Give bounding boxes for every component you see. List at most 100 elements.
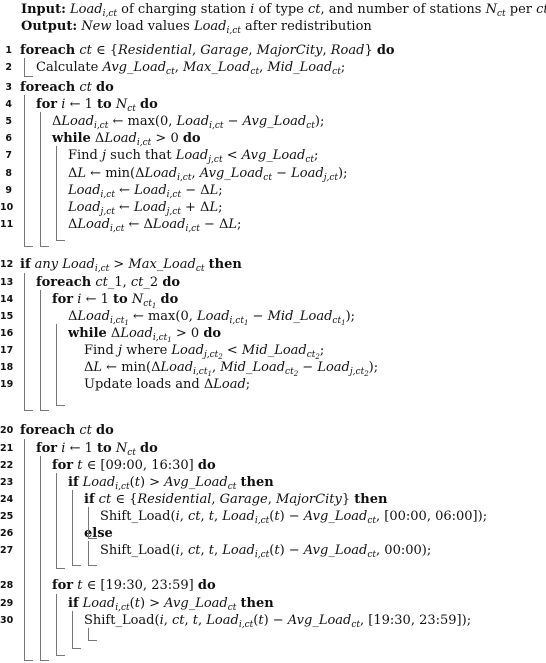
line-number: 14 <box>0 294 14 305</box>
algorithm-line: 11 ΔLoadi,ct ← ΔLoadi,ct − ΔL; <box>0 216 546 234</box>
line-code: ΔL ← min(ΔLoadi,ct, Avg_Loadct − Loadj,c… <box>68 166 348 183</box>
algorithm-line: 22 for t ∈ [09:00, 16:30] do <box>0 457 546 474</box>
algorithm-line: 6 while ΔLoadi,ct > 0 do <box>0 130 546 148</box>
algorithm-line: 9 Loadi,ct ← Loadi,ct − ΔL; <box>0 182 546 200</box>
line-code: Update loads and ΔLoad; <box>84 377 251 392</box>
block-indent-rule <box>88 541 97 566</box>
algorithm-input: Input: Loadi,ct of charging station i of… <box>0 1 546 19</box>
algorithm-line: 25 Shift_Load(i, ct, t, Loadi,ct(t) − Avg… <box>0 508 546 526</box>
line-number: 21 <box>0 443 14 454</box>
line-number: 2 <box>5 62 12 73</box>
line-code: Shift_Load(i, ct, t, Loadi,ct(t) − Avg_L… <box>100 509 488 526</box>
line-code: Loadi,ct ← Loadi,ct − ΔL; <box>68 183 223 200</box>
line-number: 6 <box>5 133 12 144</box>
line-number: 17 <box>0 345 14 356</box>
line-number: 12 <box>0 259 14 270</box>
block-indent-rule <box>56 324 65 406</box>
line-code: Find j such that Loadj,ct < Avg_Loadct; <box>68 148 319 165</box>
line-number: 30 <box>0 615 14 626</box>
algorithm-line: 21 for i ← 1 to Nct do <box>0 440 546 458</box>
algorithm-line: 10 Loadj,ct ← Loadj,ct + ΔL; <box>0 199 546 217</box>
line-number: 28 <box>0 580 14 591</box>
line-code: Shift_Load(i, ct, t, Loadi,ct(t) − Avg_L… <box>100 543 432 560</box>
block-indent-rule <box>56 146 65 241</box>
line-code: else <box>84 526 113 541</box>
line-number: 13 <box>0 277 14 288</box>
line-number: 29 <box>0 598 14 609</box>
block-indent-rule <box>40 112 49 247</box>
block-indent-rule <box>24 439 33 661</box>
block-indent-rule <box>56 473 65 569</box>
algorithm-output: Output: New load values Loadi,ct after r… <box>0 18 546 36</box>
line-number: 24 <box>0 494 14 505</box>
algorithm-line: 2 Calculate Avg_Loadct, Max_Loadct, Mid_L… <box>0 59 546 77</box>
line-number: 20 <box>0 425 14 436</box>
line-code: ΔLoadi,ct ← ΔLoadi,ct − ΔL; <box>68 217 242 234</box>
line-code: foreach ct_1, ct_2 do <box>36 275 181 290</box>
line-code: Find j where Loadj,ct2 < Mid_Loadct2; <box>84 343 325 361</box>
line-code: while ΔLoadi,ct > 0 do <box>52 131 201 148</box>
block-indent-rule <box>88 628 97 641</box>
line-code: for i ← 1 to Nct do <box>36 441 158 458</box>
line-number: 27 <box>0 545 14 556</box>
algorithm-line: 1 foreach ct ∈ {Residential, Garage, Majo… <box>0 42 546 59</box>
algorithm-line: 29 if Loadi,ct(t) > Avg_Loadct then <box>0 595 546 613</box>
block-indent-rule <box>88 507 97 539</box>
line-code: if any Loadi,ct > Max_Loadct then <box>20 257 242 274</box>
algorithm-line: 26 else <box>0 525 546 542</box>
algorithm-line: 28 for t ∈ [19:30, 23:59] do <box>0 577 546 594</box>
line-number: 3 <box>5 82 12 93</box>
line-number: 8 <box>5 168 12 179</box>
line-number: 5 <box>5 116 12 127</box>
line-code: ΔLoadi,ct1 ← max(0, Loadi,ct1 − Mid_Load… <box>68 309 356 327</box>
line-code: if Loadi,ct(t) > Avg_Loadct then <box>68 596 274 613</box>
block-indent-rule <box>24 273 33 411</box>
line-code: if ct ∈ {Residential, Garage, MajorCity}… <box>84 492 388 507</box>
line-number: 1 <box>5 45 12 56</box>
line-number: 9 <box>5 185 12 196</box>
line-code: for i ← 1 to Nct1 do <box>52 292 179 310</box>
line-number: 7 <box>5 150 12 161</box>
algorithm-line: 17 Find j where Loadj,ct2 < Mid_Loadct2; <box>0 342 546 361</box>
line-code: Loadj,ct ← Loadj,ct + ΔL; <box>68 200 223 217</box>
block-indent-rule <box>24 58 33 77</box>
line-code: foreach ct do <box>20 423 114 438</box>
line-number: 10 <box>0 202 14 213</box>
algorithm-line: 23 if Loadi,ct(t) > Avg_Loadct then <box>0 474 546 492</box>
line-code: for t ∈ [09:00, 16:30] do <box>52 458 216 473</box>
line-number: 22 <box>0 460 14 471</box>
line-number: 23 <box>0 477 14 488</box>
algorithm-line: 8 ΔL ← min(ΔLoadi,ct, Avg_Loadct − Loadj,… <box>0 165 546 183</box>
line-code: foreach ct do <box>20 80 114 95</box>
block-indent-rule <box>72 611 81 649</box>
line-number: 26 <box>0 528 14 539</box>
algorithm-line: 14 for i ← 1 to Nct1 do <box>0 291 546 310</box>
line-code: Output: New load values Loadi,ct after r… <box>21 19 372 36</box>
line-code: ΔL ← min(ΔLoadi,ct1, Mid_Loadct2 − Loadj… <box>84 360 379 378</box>
algorithm-line: 13 foreach ct_1, ct_2 do <box>0 274 546 291</box>
line-number: 11 <box>0 219 14 230</box>
algorithm-line: 20 foreach ct do <box>0 422 546 439</box>
line-code: while ΔLoadi,ct1 > 0 do <box>68 326 222 344</box>
line-number: 25 <box>0 511 14 522</box>
line-code: Input: Loadi,ct of charging station i of… <box>21 2 546 19</box>
algorithm-line: 4 for i ← 1 to Nct do <box>0 96 546 114</box>
algorithm-line: 18 ΔL ← min(ΔLoadi,ct1, Mid_Loadct2 − Loa… <box>0 359 546 378</box>
line-number: 18 <box>0 362 14 373</box>
line-code: if Loadi,ct(t) > Avg_Loadct then <box>68 475 274 492</box>
line-code: for i ← 1 to Nct do <box>36 97 158 114</box>
block-indent-rule <box>56 594 65 656</box>
block-indent-rule <box>24 95 33 247</box>
line-number: 19 <box>0 379 14 390</box>
line-code: for t ∈ [19:30, 23:59] do <box>52 578 216 593</box>
line-code: foreach ct ∈ {Residential, Garage, Major… <box>20 43 395 58</box>
block-indent-rule <box>40 456 49 661</box>
line-code: ΔLoadi,ct ← max(0, Loadi,ct − Avg_Loadct… <box>52 114 325 131</box>
line-code: Calculate Avg_Loadct, Max_Loadct, Mid_Lo… <box>36 60 346 77</box>
line-number: 4 <box>5 99 12 110</box>
algorithm-line: 19 Update loads and ΔLoad; <box>0 376 546 393</box>
